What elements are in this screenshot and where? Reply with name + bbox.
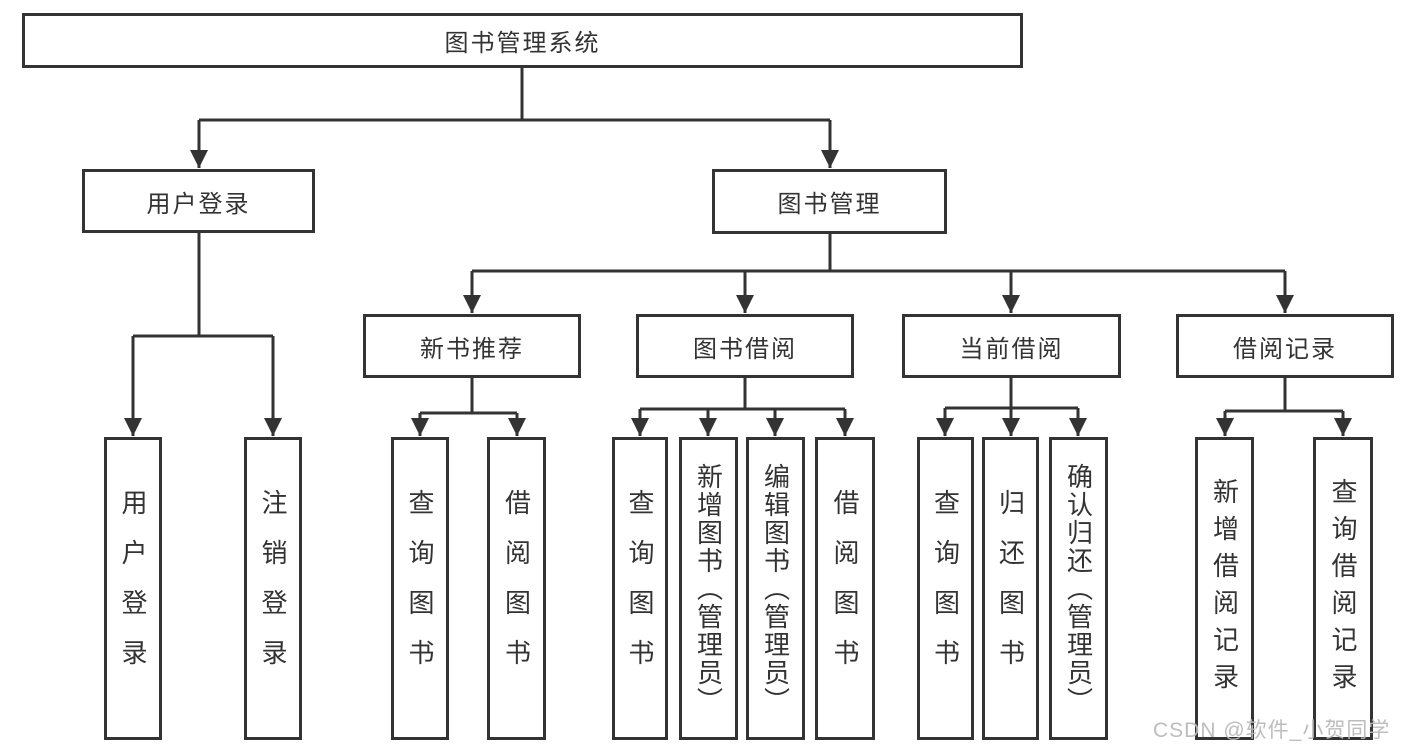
node-label: 归还图书 [995,488,1026,689]
node-book-management: 图书管理 [712,169,947,234]
node-label: 确认归还（管理员） [1063,462,1094,715]
leaf-confirm-return-admin: 确认归还（管理员） [1049,437,1108,740]
node-label: 查询图书 [405,488,435,689]
node-label: 查询图书 [625,488,655,689]
node-label: 借阅图书 [501,488,532,689]
node-label: 查询图书 [930,488,961,689]
leaf-query-books-recommend: 查询图书 [391,437,449,740]
node-current-borrowing: 当前借阅 [902,314,1121,378]
leaf-query-books-current: 查询图书 [917,437,974,740]
leaf-logout: 注销登录 [244,437,302,740]
leaf-add-borrow-record: 新增借阅记录 [1195,437,1254,740]
node-user-login: 用户登录 [82,169,315,233]
connector-trunks [133,68,1343,415]
leaf-query-books-borrowing: 查询图书 [612,437,668,740]
node-new-book-recommend: 新书推荐 [363,314,581,378]
leaf-return-book: 归还图书 [982,437,1039,740]
connector-arrows [124,120,1352,436]
node-label: 新增图书（管理员） [693,462,724,715]
node-label: 用户登录 [118,488,148,689]
node-borrowing-records: 借阅记录 [1176,314,1394,378]
node-label: 借阅图书 [830,488,860,689]
node-label: 注销登录 [258,488,288,689]
csdn-watermark: CSDN @软件_小贺同学 [1153,719,1391,742]
leaf-query-borrow-record: 查询借阅记录 [1313,437,1373,740]
node-library-management-system: 图书管理系统 [22,13,1023,68]
node-label: 查询借阅记录 [1328,477,1358,700]
leaf-add-book-admin: 新增图书（管理员） [679,437,738,740]
node-label: 图书管理 [777,191,882,218]
leaf-borrow-books-recommend: 借阅图书 [487,437,546,740]
node-book-borrowing: 图书借阅 [636,314,854,378]
leaf-borrow-books-borrowing: 借阅图书 [815,437,875,740]
node-label: 当前借阅 [959,335,1064,363]
leaf-edit-book-admin: 编辑图书（管理员） [746,437,805,740]
node-label: 新书推荐 [420,335,524,363]
node-label: 编辑图书（管理员） [760,462,791,715]
node-label: 新增借阅记录 [1209,477,1240,700]
node-label: 图书借阅 [693,335,797,363]
node-label: 借阅记录 [1233,335,1337,363]
node-label: 用户登录 [146,190,251,218]
node-label: 图书管理系统 [444,30,601,57]
leaf-user-login: 用户登录 [104,437,162,740]
